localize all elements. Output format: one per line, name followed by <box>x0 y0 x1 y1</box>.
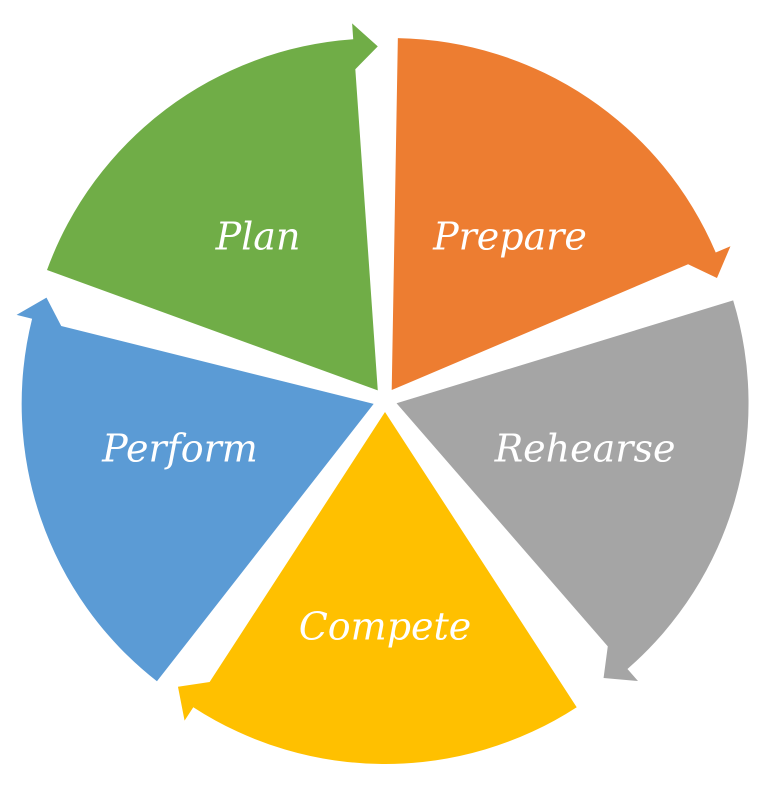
segment-rehearse: Rehearse <box>396 300 749 682</box>
segment-compete: Compete <box>177 412 577 765</box>
segment-label: Perform <box>101 427 258 471</box>
segment-plan: Plan <box>47 23 378 391</box>
segment-wedge <box>396 300 749 682</box>
segment-label: Compete <box>299 605 472 649</box>
segment-label: Prepare <box>432 215 587 259</box>
segment-wedge <box>391 38 731 391</box>
segment-prepare: Prepare <box>391 38 731 391</box>
segment-wedge <box>47 23 378 391</box>
segment-perform: Perform <box>16 297 374 682</box>
segment-label: Plan <box>215 215 301 259</box>
segment-label: Rehearse <box>494 427 676 471</box>
segment-wedge <box>16 297 374 682</box>
segment-wedge <box>177 412 577 765</box>
